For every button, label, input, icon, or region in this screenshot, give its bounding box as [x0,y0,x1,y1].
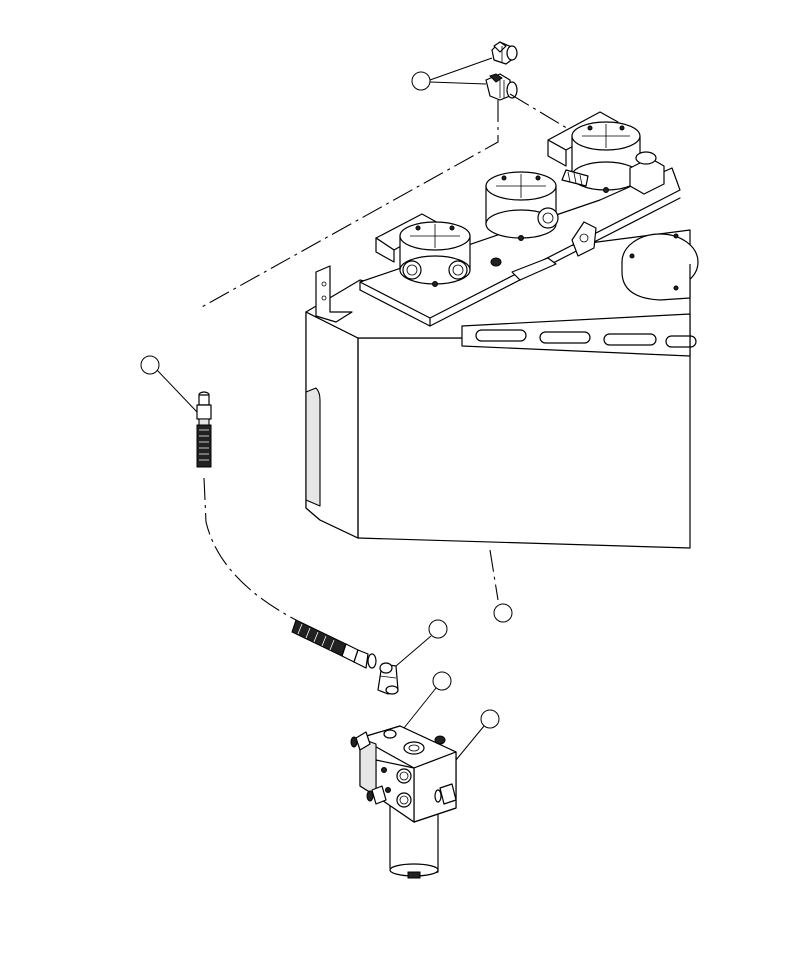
valve-assembly-3 [561,121,665,195]
callout-balloons [140,57,513,761]
valve-assembly-2 [485,171,559,241]
hose-upper-end [196,391,212,468]
callout-elbow-fitting-lower[interactable] [395,619,448,667]
tank-slots [475,329,697,348]
callout-filter-housing[interactable] [455,709,500,761]
filter-canister [389,799,439,879]
valve-assembly-1 [399,221,471,287]
hydraulic-tank [305,111,699,549]
callout-hose-assembly[interactable] [140,355,198,413]
lower-elbow-fitting [377,662,399,695]
callout-hydraulic-tank[interactable] [493,603,513,623]
filter-assembly [350,725,457,879]
elbow-fitting-upper-a [491,41,518,65]
upper-elbow-fittings [485,41,518,101]
filter-head [350,725,457,823]
elbow-fitting-upper-b [485,73,518,101]
hose-lower-end [291,619,377,669]
hose-assembly [196,391,377,669]
callout-filter-adapter[interactable] [403,671,452,729]
filler-cap [621,233,699,301]
callout-elbow-fittings[interactable] [411,57,493,91]
connection-lines [199,93,571,621]
